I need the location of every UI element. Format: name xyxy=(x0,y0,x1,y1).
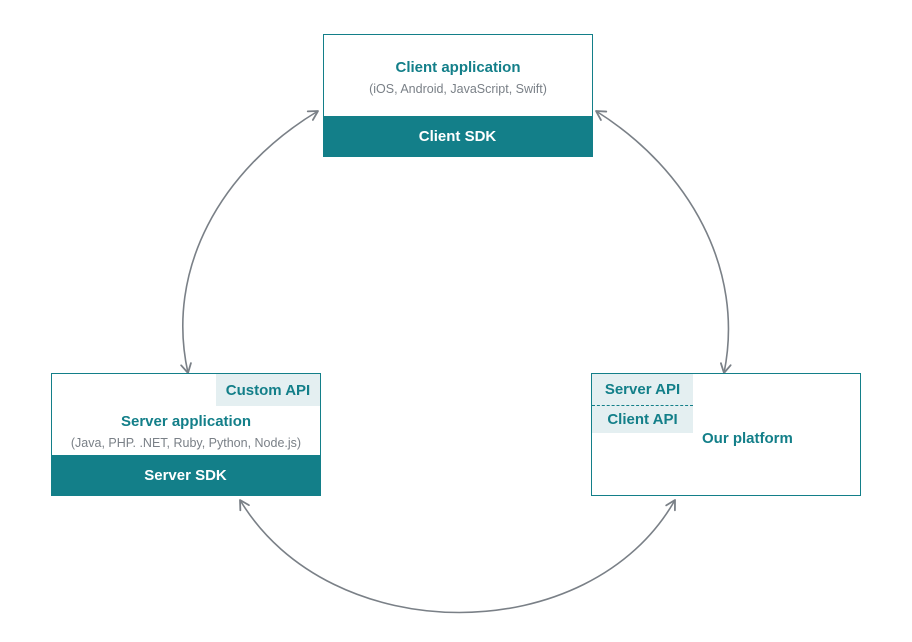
custom-api-tag: Custom API xyxy=(216,374,320,406)
our-platform-title: Our platform xyxy=(702,430,793,447)
arrow-server-platform xyxy=(239,499,676,614)
client-sdk-label: Client SDK xyxy=(322,116,593,157)
server-application-box: Custom API Server application (Java, PHP… xyxy=(50,373,321,496)
client-application-platforms: (iOS, Android, JavaScript, Swift) xyxy=(369,82,547,96)
arrow-client-server xyxy=(180,110,319,374)
server-application-languages: (Java, PHP. .NET, Ruby, Python, Node.js) xyxy=(70,436,302,450)
server-sdk-label: Server SDK xyxy=(50,455,321,496)
client-api-tag: Client API xyxy=(592,406,693,433)
our-platform-box: Server API Client API Our platform xyxy=(591,373,861,496)
server-api-tag: Server API xyxy=(592,374,693,406)
client-application-title: Client application xyxy=(395,59,521,76)
client-application-box: Client application (iOS, Android, JavaSc… xyxy=(322,34,593,157)
arrow-client-platform xyxy=(595,110,732,374)
server-application-title: Server application xyxy=(120,413,252,430)
